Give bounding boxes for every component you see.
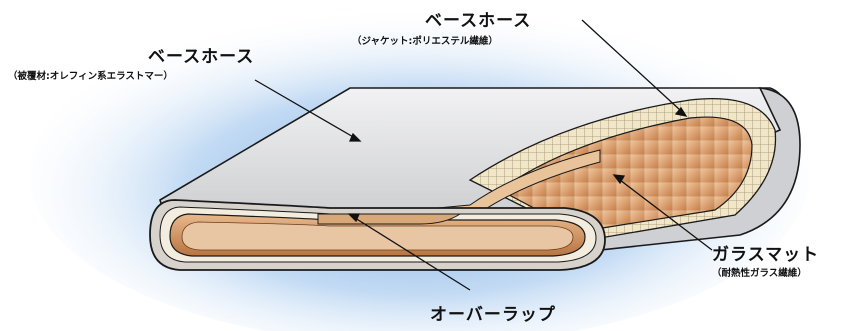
- overlap-step: [317, 213, 462, 225]
- cross-section-interior: [181, 221, 574, 251]
- overlap-title: オーバーラップ: [430, 305, 556, 325]
- glass-mat-title: ガラスマット: [712, 245, 820, 265]
- base-hose-left-title: ベースホース: [148, 47, 255, 67]
- base-hose-top-subtitle: （ジャケット:ポリエステル繊維）: [352, 36, 498, 47]
- glass-mat-layer: [498, 116, 753, 231]
- leader-lines: [254, 19, 713, 291]
- base-hose-top-title: ベースホース: [425, 11, 532, 31]
- base-hose-left-subtitle: （被覆材:オレフィン系エラストマー）: [8, 71, 173, 82]
- glass-mat-subtitle: （耐熱性ガラス繊維）: [712, 268, 807, 279]
